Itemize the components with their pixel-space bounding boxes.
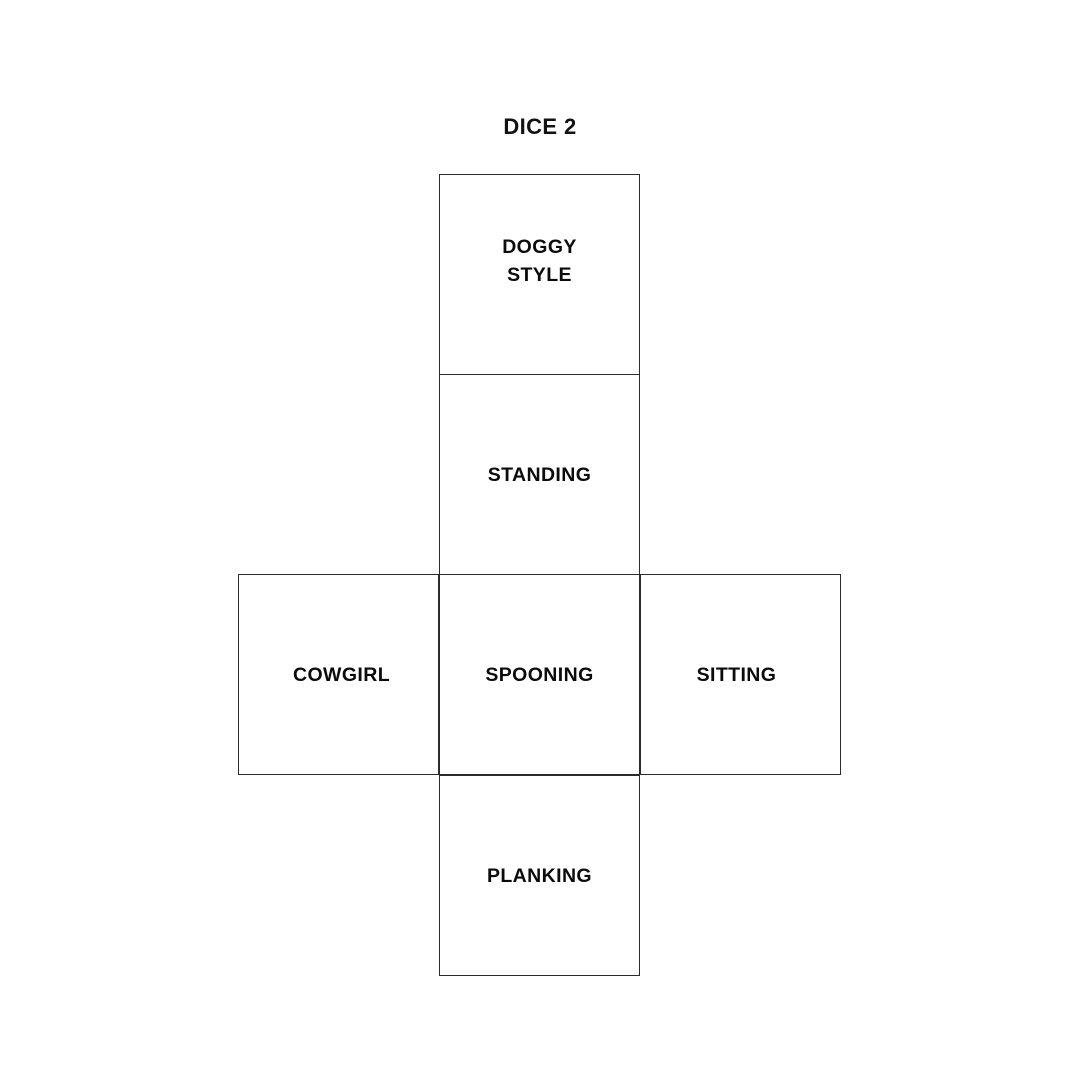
dice-face-standing[interactable]: STANDING	[439, 374, 640, 575]
cube-net-diagram: DOGGY STYLE STANDING COWGIRL SPOONING SI…	[238, 174, 841, 976]
dice-face-label: COWGIRL	[292, 663, 391, 686]
dice-face-label: STANDING	[487, 463, 592, 486]
dice-face-label: PLANKING	[486, 864, 593, 887]
dice-face-spooning[interactable]: SPOONING	[439, 574, 640, 775]
dice-face-cowgirl[interactable]: COWGIRL	[238, 574, 439, 775]
dice-face-label: SITTING	[696, 663, 777, 686]
dice-face-doggy-style[interactable]: DOGGY STYLE	[439, 174, 640, 375]
dice-face-label: SPOONING	[485, 663, 594, 686]
page-title: DICE 2	[503, 114, 577, 139]
dice-face-label: DOGGY STYLE	[502, 235, 577, 286]
dice-face-sitting[interactable]: SITTING	[640, 574, 841, 775]
dice-face-planking[interactable]: PLANKING	[439, 775, 640, 976]
